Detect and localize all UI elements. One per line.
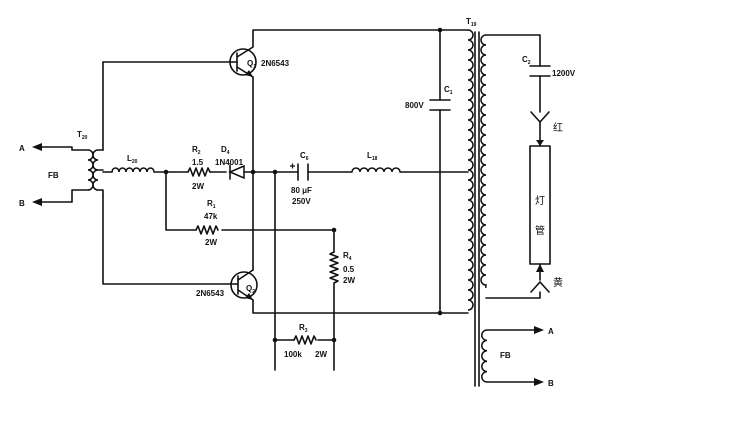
plus-icon [290, 163, 295, 169]
resistor-r1: R1 47k 2W [195, 199, 219, 247]
c2-ref: C2 [522, 55, 531, 66]
l20-ref: L20 [127, 154, 138, 165]
q1-part: 2N6543 [261, 59, 290, 68]
c1-rating: 800V [405, 101, 424, 110]
arrow-a-icon [32, 143, 42, 151]
transformer-t19: T19 [466, 17, 488, 387]
terminal-a-right-label: A [548, 327, 554, 336]
junction-dot [163, 169, 169, 175]
wire-q2-bottom [252, 299, 441, 314]
wire-r1-left [165, 171, 197, 231]
arrow-b-right-icon [534, 378, 544, 386]
junction-dot [331, 337, 337, 343]
t19-primary-coil [467, 29, 474, 311]
r4-value: 0.5 [343, 265, 355, 274]
resistor-r2: R2 1.5 2W [187, 145, 211, 191]
junction-dot [272, 169, 278, 175]
junction-dot [437, 310, 443, 316]
r3-value: 100k [284, 350, 302, 359]
arrow-a-right-icon [534, 326, 544, 334]
l18-ref: L18 [367, 151, 378, 162]
terminal-a-label: A [19, 144, 25, 153]
terminal-b-label: B [19, 199, 25, 208]
r4-rating: 2W [343, 276, 355, 285]
junction-dot [272, 337, 278, 343]
junctions [163, 27, 443, 343]
transistor-q1: Q1 2N6543 [229, 39, 290, 78]
r4-ref: R4 [343, 251, 352, 262]
r1-value: 47k [204, 212, 218, 221]
connector-top-icon [530, 111, 550, 123]
r2-ref: R2 [192, 145, 201, 156]
r2-value: 1.5 [192, 158, 204, 167]
capacitor-c1: C1 800V [405, 85, 453, 111]
t19-secondary-coil [480, 34, 488, 289]
r1-ref: R1 [207, 199, 216, 210]
inductor-l20: L20 [111, 154, 155, 173]
r3-ref: R3 [299, 323, 308, 334]
fb-label: FB [48, 171, 59, 180]
resistor-r3: R3 100k 2W [284, 323, 327, 359]
wire-c2-top [485, 34, 541, 67]
inductor-l18: L18 [351, 151, 401, 173]
c6-ref: C6 [300, 151, 309, 162]
q2-ref: Q2 [246, 284, 255, 295]
junction-dot [250, 169, 256, 175]
junction-dot [331, 227, 337, 233]
q1-ref: Q1 [247, 59, 256, 70]
d4-ref: D4 [221, 145, 230, 156]
r3-rating: 2W [315, 350, 327, 359]
transformer-t20: A B FB T20 [19, 130, 104, 208]
fb-right-label: FB [500, 351, 511, 360]
c1-ref: C1 [444, 85, 453, 96]
wire-fb-a [39, 146, 89, 151]
c6-value: 80 μF [291, 186, 312, 195]
wire-yellow-label: 黄 [553, 276, 563, 289]
q2-part: 2N6543 [196, 289, 225, 298]
transistor-q2: Q2 2N6543 [196, 269, 258, 301]
wire-q1-top [252, 29, 441, 41]
junction-dot [437, 27, 443, 33]
r2-rating: 2W [192, 182, 204, 191]
t20-primary-coil [87, 149, 94, 191]
lamp-label-bottom: 管 [535, 224, 545, 237]
wire-t19-out [485, 291, 541, 299]
wire-red-label: 红 [553, 121, 563, 134]
terminal-b-right-label: B [548, 379, 554, 388]
t20-ref: T20 [77, 130, 88, 141]
wire-t20-bottom [102, 195, 237, 285]
t19-ref: T19 [466, 17, 477, 28]
r1-rating: 2W [205, 238, 217, 247]
arrow-b-icon [32, 198, 42, 206]
diode-d4: D4 1N4001 [215, 145, 245, 180]
feedback-winding-right: FB A B [481, 326, 554, 388]
d4-part: 1N4001 [215, 158, 244, 167]
c2-rating: 1200V [552, 69, 576, 78]
resistor-r4: R4 0.5 2W [329, 251, 355, 289]
c6-rating: 250V [292, 197, 311, 206]
lamp: 灯 管 红 黄 [529, 111, 563, 293]
capacitor-c6: C6 80 μF 250V [290, 151, 312, 206]
capacitor-c2: C2 1200V [522, 55, 576, 78]
wire-fb-b [39, 189, 89, 203]
connector-bottom-icon [530, 281, 550, 293]
lamp-label-top: 灯 [535, 195, 545, 207]
